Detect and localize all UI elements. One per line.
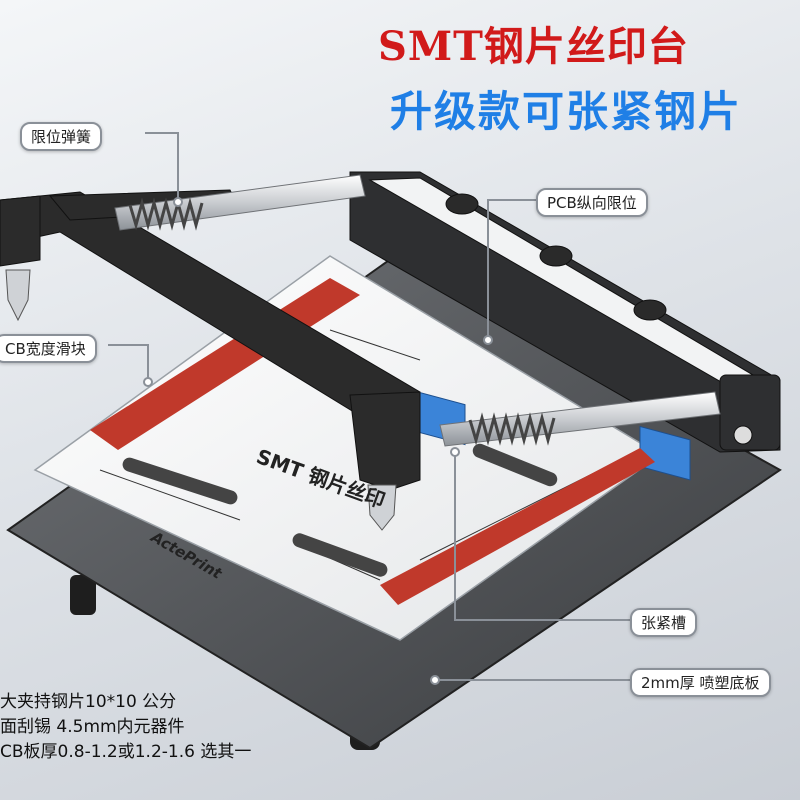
knobs <box>445 193 667 321</box>
frame-tips <box>5 269 397 531</box>
spec-line: CB板厚0.8-1.2或1.2-1.6 选其一 <box>0 742 252 762</box>
spec-list: 大夹持钢片10*10 公分 面刮锡 4.5mm内元器件 CB板厚0.8-1.2或… <box>0 690 251 765</box>
callout-pcb-width-slider: CB宽度滑块 <box>0 334 97 363</box>
right-rail <box>349 171 781 453</box>
title-line-2: 升级款可张紧钢片 <box>390 87 743 136</box>
callout-base-plate: 2mm厚 喷塑底板 <box>630 668 771 697</box>
leader-lines <box>108 132 630 681</box>
spec-line: 大夹持钢片10*10 公分 <box>0 692 177 712</box>
springs <box>128 197 556 446</box>
title-line-1: SMT钢片丝印台 <box>378 23 689 70</box>
callout-spring: 限位弹簧 <box>20 122 103 151</box>
callout-pcb-vertical-stop: PCB纵向限位 <box>536 188 648 217</box>
spec-line: 面刮锡 4.5mm内元器件 <box>0 717 185 737</box>
slider-slots <box>122 443 558 577</box>
callout-tension-groove: 张紧槽 <box>630 608 698 637</box>
